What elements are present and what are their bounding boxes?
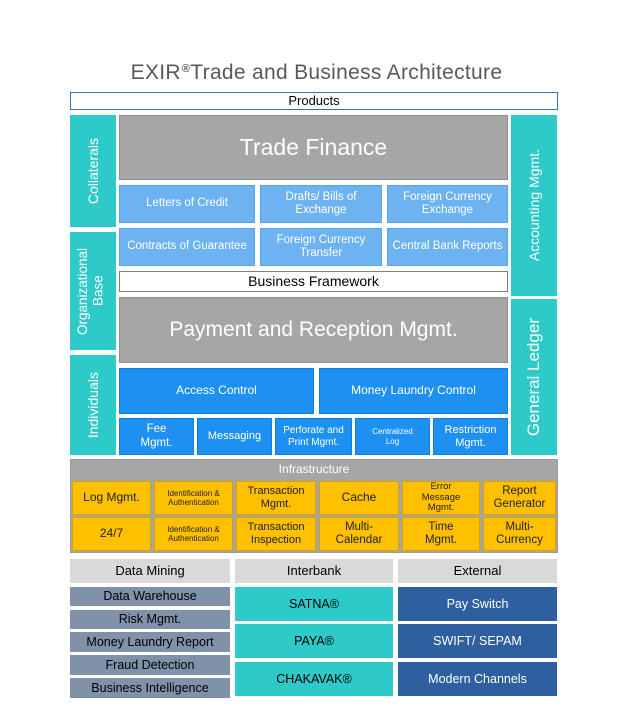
fraud-detection: Fraud Detection [70,655,230,675]
title-text: EXIR [130,60,181,84]
letters-of-credit: Letters of Credit [119,185,255,223]
multi-calendar: Multi-Calendar [319,517,399,551]
paya: PAYA® [235,624,393,658]
modern-channels: Modern Channels [398,662,557,696]
business-framework-bar: Business Framework [119,271,508,292]
error-message-mgmt: Error Message Mgmt. [402,481,480,515]
general-ledger-block: General Ledger [511,299,557,455]
external-header: External [398,559,557,583]
satna: SATNA® [235,587,393,621]
restriction-mgmt: Restriction Mgmt. [433,418,508,455]
organizational-base-block: Organizational Base [70,232,116,350]
accounting-mgmt-block: Accounting Mgmt. [511,115,557,296]
central-bank-reports: Central Bank Reports [387,228,508,266]
collaterals-label: Collaterals [84,137,101,205]
pay-switch: Pay Switch [398,587,557,621]
log-mgmt: Log Mgmt. [72,481,151,515]
money-laundry-control: Money Laundry Control [319,368,508,414]
swift-sepam: SWIFT/ SEPAM [398,624,557,658]
identification-authentication-2: Identification & Authentication [154,517,233,551]
collaterals-block: Collaterals [70,115,116,227]
access-control: Access Control [119,368,314,414]
perforate-print-mgmt: Perforate and Print Mgmt. [275,418,352,455]
products-bar: Products [70,92,558,110]
transaction-inspection: Transaction Inspection [236,517,316,551]
general-ledger-label: General Ledger [524,317,544,437]
multi-currency: Multi-Currency [483,517,556,551]
individuals-block: Individuals [70,355,116,455]
contracts-of-guarantee: Contracts of Guarantee [119,228,255,266]
accounting-mgmt-label: Accounting Mgmt. [525,149,542,262]
business-intelligence: Business Intelligence [70,678,230,698]
title-rest: Trade and Business Architecture [190,60,503,84]
fee-mgmt: Fee Mgmt. [119,418,194,455]
identification-authentication-1: Identification & Authentication [154,481,233,515]
trade-finance-header: Trade Finance [119,115,508,180]
organizational-base-label: Organizational Base [75,247,106,335]
page-title: EXIR® Trade and Business Architecture [0,58,633,88]
cache: Cache [319,481,399,515]
data-warehouse: Data Warehouse [70,587,230,606]
interbank-header: Interbank [235,559,393,583]
registered-mark: ® [181,62,191,75]
infrastructure-header: Infrastructure [71,460,557,479]
money-laundry-report: Money Laundry Report [70,632,230,652]
payment-reception-header: Payment and Reception Mgmt. [119,297,508,363]
foreign-currency-transfer: Foreign Currency Transfer [260,228,382,266]
report-generator: Report Generator [483,481,556,515]
drafts-bills-of-exchange: Drafts/ Bills of Exchange [260,185,382,223]
data-mining-header: Data Mining [70,559,230,583]
messaging: Messaging [197,418,272,455]
always-on-24-7: 24/7 [72,517,151,551]
chakavak: CHAKAVAK® [235,662,393,696]
foreign-currency-exchange: Foreign Currency Exchange [387,185,508,223]
centralized-log: Centralized Log [355,418,430,455]
individuals-label: Individuals [84,371,101,439]
risk-mgmt: Risk Mgmt. [70,610,230,629]
transaction-mgmt: Transaction Mgmt. [236,481,316,515]
time-mgmt: Time Mgmt. [402,517,480,551]
